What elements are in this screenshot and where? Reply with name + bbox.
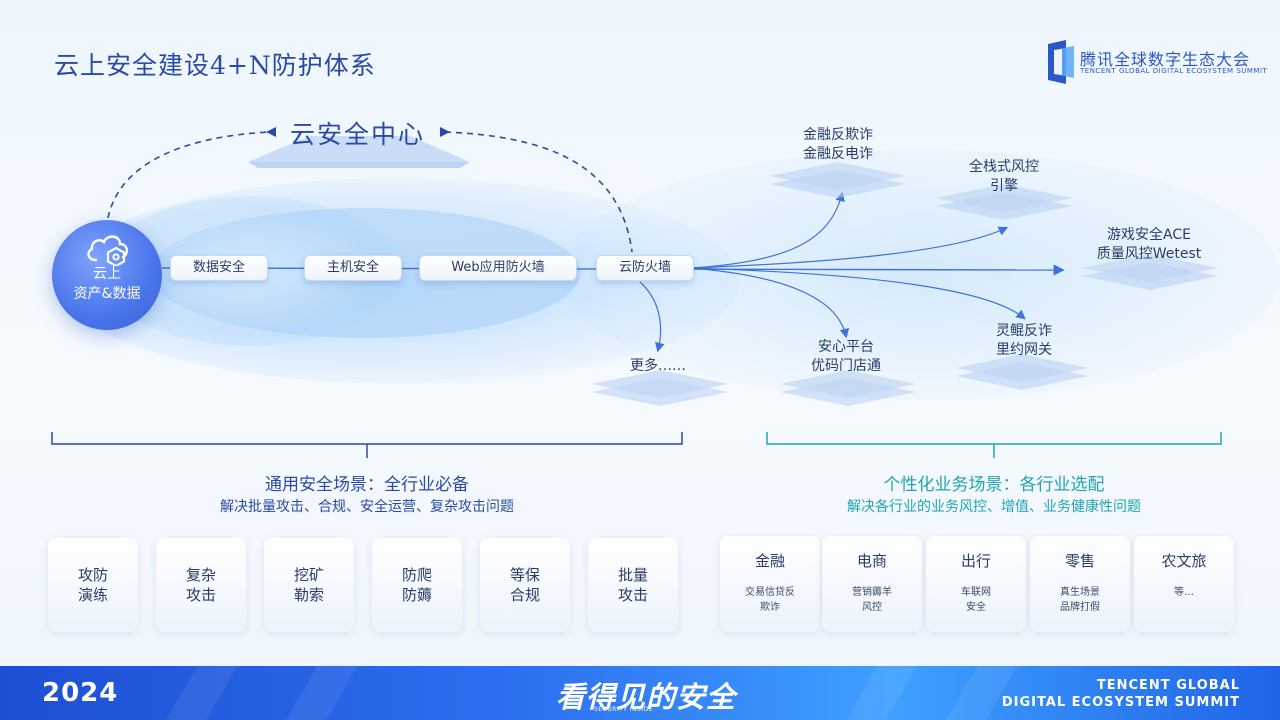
industry-card-title: 金融 <box>754 552 785 570</box>
industry-card-desc: 车联网 安全 <box>961 587 991 613</box>
industry-card-desc: 营销薅羊 风控 <box>852 587 892 613</box>
node-anxin-platform: 安心平台 优码门店通 <box>788 338 904 376</box>
footer-banner: 2024 看得见的安全 SECURITY INSIDE TENCENT GLOB… <box>0 666 1280 720</box>
node-game-security: 游戏安全ACE 质量风控Wetest <box>1074 226 1224 264</box>
cloud-icon <box>87 235 128 266</box>
general-heading: 通用安全场景：全行业必备 <box>265 475 469 495</box>
industry-card-tourism: 农文旅 等… <box>1134 536 1234 632</box>
asset-label-line2: 资产&数据 <box>73 286 141 302</box>
scenario-card: 复杂 攻击 <box>156 538 246 632</box>
business-heading: 个性化业务场景：各行业选配 <box>883 475 1105 495</box>
industry-card-desc: 交易信贷反 欺诈 <box>745 587 795 613</box>
industry-card-title: 零售 <box>1064 552 1095 570</box>
node-risk-engine-line2: 引擎 <box>990 178 1018 194</box>
industry-card-mobility: 出行 车联网 安全 <box>926 536 1026 632</box>
scenario-card: 防爬 防薅 <box>372 538 462 632</box>
industry-card-retail: 零售 真生场景 品牌打假 <box>1030 536 1130 632</box>
layer-host-security[interactable]: 主机安全 <box>304 255 402 281</box>
industry-card-finance: 金融 交易信贷反 欺诈 <box>720 536 820 632</box>
node-game-security-line2: 质量风控Wetest <box>1096 246 1202 262</box>
summit-logo-icon <box>1048 40 1074 84</box>
cloud-security-center-title: 云安全中心 <box>290 120 426 149</box>
footer-stripe <box>282 666 358 720</box>
layer-cloud-firewall[interactable]: 云防火墙 <box>596 255 694 281</box>
scenario-card-label: 批量 攻击 <box>617 566 648 604</box>
summit-logo: 腾讯全球数字生态大会 TENCENT GLOBAL DIGITAL ECOSYS… <box>1048 40 1267 86</box>
asset-label-line1: 云上 <box>93 266 121 282</box>
node-finance-fraud: 金融反欺诈 金融反电诈 <box>776 126 900 164</box>
footer-en-line1: TENCENT GLOBAL <box>1096 678 1240 693</box>
node-risk-engine-line1: 全栈式风控 <box>969 159 1039 175</box>
footer-slogan: 看得见的安全 <box>556 680 737 714</box>
general-subheading: 解决批量攻击、合规、安全运营、复杂攻击问题 <box>220 499 514 515</box>
logo-cn: 腾讯全球数字生态大会 <box>1080 50 1251 69</box>
footer-year: 2024 <box>42 678 119 708</box>
layer-waf[interactable]: Web应用防火墙 <box>419 255 577 281</box>
footer-en-line2: DIGITAL ECOSYSTEM SUMMIT <box>1001 695 1240 710</box>
scenario-card-label: 复杂 攻击 <box>185 566 216 604</box>
cloud-assets-node: 云上 资产&数据 <box>52 220 162 330</box>
industry-card-title: 电商 <box>856 552 887 570</box>
scenario-card-label: 攻防 演练 <box>77 566 108 604</box>
business-subheading: 解决各行业的业务风控、增值、业务健康性问题 <box>847 499 1141 515</box>
scenario-card-label: 挖矿 勒索 <box>293 566 324 604</box>
industry-card-ecommerce: 电商 营销薅羊 风控 <box>822 536 922 632</box>
node-game-security-line1: 游戏安全ACE <box>1107 227 1191 243</box>
footer-stripe <box>162 666 238 720</box>
industry-card-title: 农文旅 <box>1161 552 1207 570</box>
industry-card-title: 出行 <box>960 552 991 570</box>
scenario-card: 挖矿 勒索 <box>264 538 354 632</box>
node-anxin-platform-line1: 安心平台 <box>818 339 874 355</box>
layer-data-security[interactable]: 数据安全 <box>170 255 268 281</box>
logo-en: TENCENT GLOBAL DIGITAL ECOSYSTEM SUMMIT <box>1080 67 1268 75</box>
scenario-card: 等保 合规 <box>480 538 570 632</box>
footer-slogan-sub: SECURITY INSIDE <box>594 706 654 713</box>
page-title: 云上安全建设4+N防护体系 <box>54 51 376 80</box>
scenario-card-label: 等保 合规 <box>509 566 540 604</box>
scenario-card: 批量 攻击 <box>588 538 678 632</box>
node-finance-fraud-line2: 金融反电诈 <box>803 146 873 162</box>
node-anti-fraud-gateway: 灵鲲反诈 里约网关 <box>966 322 1082 360</box>
node-anti-fraud-gateway-line2: 里约网关 <box>996 342 1052 358</box>
industry-card-desc: 等… <box>1174 587 1194 598</box>
node-finance-fraud-line1: 金融反欺诈 <box>803 127 873 143</box>
scenario-card: 攻防 演练 <box>48 538 138 632</box>
scenario-card-label: 防爬 防薅 <box>401 566 432 604</box>
footer-stripe <box>842 666 918 720</box>
node-anti-fraud-gateway-line1: 灵鲲反诈 <box>996 323 1052 339</box>
more-label: 更多…… <box>630 358 686 374</box>
industry-card-desc: 真生场景 品牌打假 <box>1060 587 1100 613</box>
node-risk-engine: 全栈式风控 引擎 <box>946 158 1062 196</box>
node-anxin-platform-line2: 优码门店通 <box>811 358 881 374</box>
footer-stripe <box>942 666 1018 720</box>
